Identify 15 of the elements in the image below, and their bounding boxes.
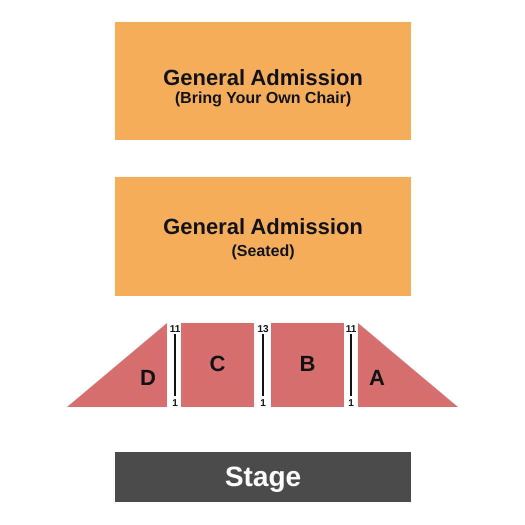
row-number: 1 [348, 398, 354, 409]
section-letter: C [210, 351, 226, 377]
section-note: (Seated) [231, 243, 295, 261]
row-number: 11 [346, 324, 356, 335]
row-number: 13 [257, 324, 269, 335]
row-number: 1 [172, 398, 178, 409]
row-number: 11 [170, 324, 180, 335]
section-note: (Bring Your Own Chair) [174, 90, 352, 108]
stage-label: Stage [224, 461, 302, 493]
section-letter: A [369, 365, 385, 391]
section-name: General Admission [163, 214, 363, 240]
row-number: 1 [260, 398, 266, 409]
section-letter: D [140, 365, 156, 391]
section-letter: B [300, 351, 316, 377]
section-name: General Admission [163, 65, 363, 91]
